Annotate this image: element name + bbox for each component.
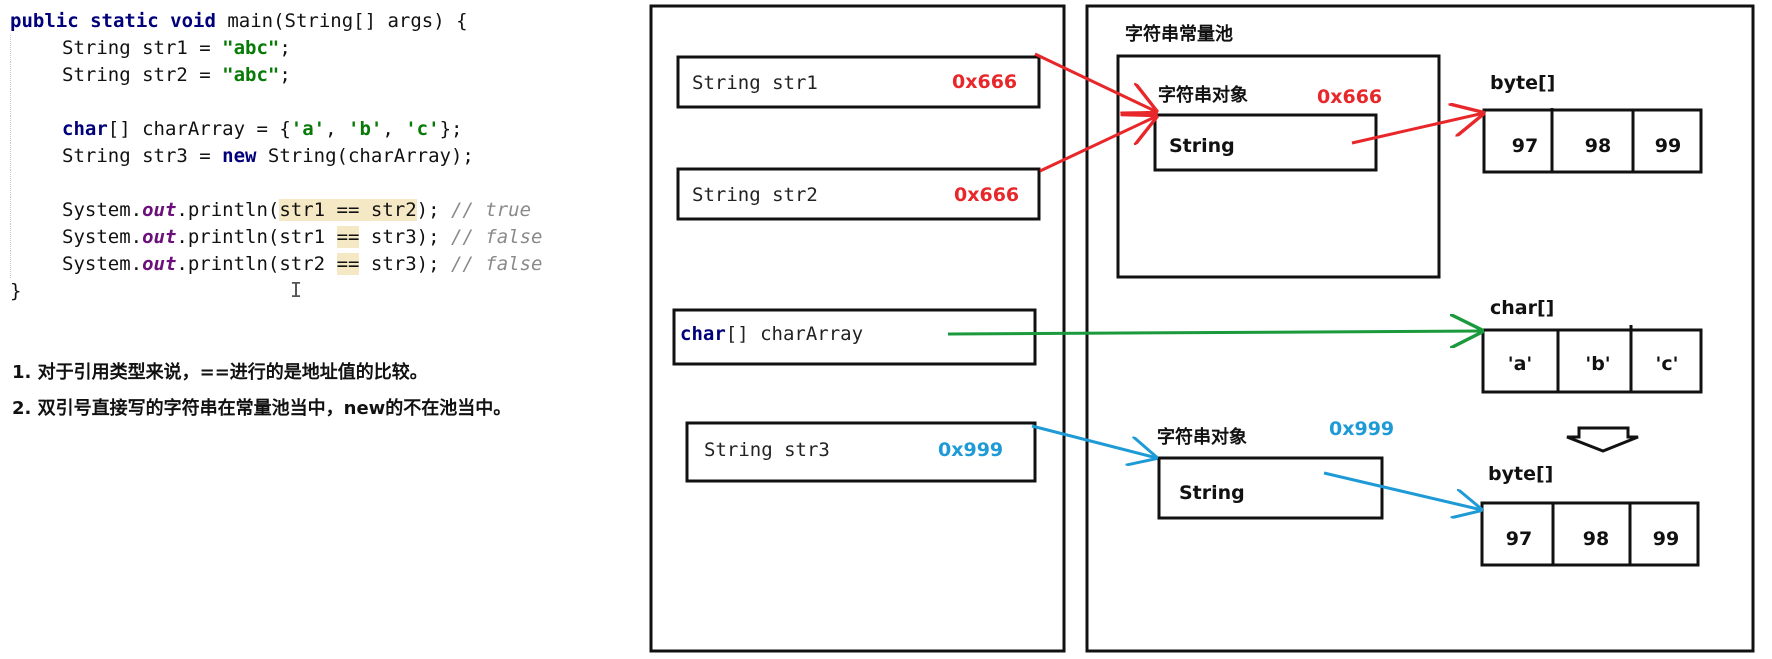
heap-object-address: 0x999 — [1329, 418, 1394, 440]
str2-address: 0x666 — [954, 184, 1019, 206]
byte-array-1: byte[] 97 98 99 — [1482, 72, 1703, 174]
char-array-cell-2: 'b' — [1585, 353, 1610, 375]
byte-array-2: byte[] 97 98 99 — [1480, 463, 1700, 567]
chararray-label: [] charArray — [726, 323, 863, 345]
code-line-5: String str3 = new String(charArray); — [10, 143, 542, 170]
code-line-7: System.out.println(str1 == str3); // fal… — [10, 224, 542, 251]
notes: 1. 对于引用类型来说，==进行的是地址值的比较。 2. 双引号直接写的字符串在… — [12, 355, 511, 427]
char-array-cell-3: 'c' — [1656, 353, 1679, 375]
pool-object-inner: String — [1169, 135, 1235, 157]
str2-label: String str2 — [692, 184, 818, 206]
str1-label: String str1 — [692, 72, 818, 94]
byte-array-1-cell-1: 97 — [1512, 135, 1538, 157]
arrow-str2-to-pool-object — [1039, 116, 1157, 173]
arrow-str1-to-pool-object — [1034, 52, 1157, 112]
str1-address: 0x666 — [952, 71, 1017, 93]
str3-label: String str3 — [704, 439, 830, 461]
byte-array-2-cell-3: 99 — [1653, 528, 1679, 550]
stack-var-str3: String str3 0x999 — [685, 421, 1037, 483]
text-cursor-icon: I — [290, 278, 303, 302]
byte-array-2-cell-2: 98 — [1583, 528, 1609, 550]
heap-object-title: 字符串对象 — [1157, 426, 1247, 448]
code-line-blank — [10, 89, 542, 116]
code-line-8: System.out.println(str2 == str3); // fal… — [10, 251, 542, 278]
code-listing: public static void main(String[] args) {… — [10, 8, 542, 305]
pool-object-title: 字符串对象 — [1158, 84, 1248, 106]
pool-string-object: 字符串对象 0x666 String — [1153, 84, 1382, 172]
heap-object-inner: String — [1179, 482, 1245, 504]
byte-array-2-cell-1: 97 — [1506, 528, 1532, 550]
stack-var-chararray: char[] charArray — [672, 308, 1037, 366]
svg-text:char[] charArray: char[] charArray — [680, 323, 863, 345]
arrow-pool-object-to-byte-array — [1351, 113, 1484, 145]
char-array-title: char[] — [1490, 297, 1554, 319]
arrow-heap-object-to-byte-array — [1323, 471, 1482, 510]
str3-address: 0x999 — [938, 439, 1003, 461]
arrow-chararray-to-char-array — [947, 331, 1483, 334]
heap-string-object: 字符串对象 0x999 String — [1157, 418, 1394, 520]
stack-var-str1: String str1 0x666 — [676, 55, 1041, 109]
byte-array-2-title: byte[] — [1488, 463, 1553, 485]
code-line-1: public static void main(String[] args) { — [10, 10, 468, 32]
byte-array-1-title: byte[] — [1490, 72, 1555, 94]
byte-array-1-cell-2: 98 — [1585, 135, 1611, 157]
code-line-6: System.out.println(str1 == str2); // tru… — [10, 197, 542, 224]
arrow-str3-to-heap-object — [1031, 424, 1157, 458]
pool-title: 字符串常量池 — [1125, 23, 1233, 45]
code-line-4: char[] charArray = {'a', 'b', 'c'}; — [10, 116, 542, 143]
code-line-2: String str1 = "abc"; — [10, 35, 542, 62]
code-line-3: String str2 = "abc"; — [10, 62, 542, 89]
string-constant-pool — [1116, 54, 1441, 279]
code-line-9: } — [10, 280, 22, 302]
stack-panel — [649, 4, 1066, 653]
char-array-cell-1: 'a' — [1508, 353, 1532, 375]
heap-panel — [1085, 4, 1755, 653]
note-2: 2. 双引号直接写的字符串在常量池当中，new的不在池当中。 — [12, 398, 512, 419]
stack-var-str2: String str2 0x666 — [676, 167, 1041, 221]
byte-array-1-cell-3: 99 — [1655, 135, 1681, 157]
pool-object-address: 0x666 — [1317, 86, 1382, 108]
code-line-blank — [10, 170, 542, 197]
convert-down-arrow-icon — [1566, 426, 1639, 453]
note-1: 1. 对于引用类型来说，==进行的是地址值的比较。 — [12, 362, 428, 383]
char-array: char[] 'a' 'b' 'c' — [1481, 297, 1703, 394]
chararray-type: char — [680, 323, 726, 345]
